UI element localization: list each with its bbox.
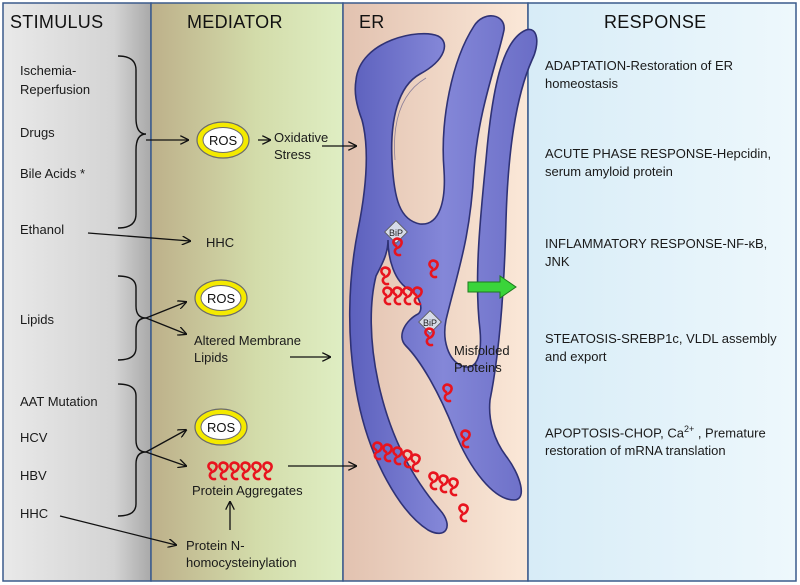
header-er: ER — [359, 12, 385, 32]
header-stimulus: STIMULUS — [10, 12, 104, 32]
stimulus-hcv: HCV — [20, 430, 48, 445]
ros-label: ROS — [207, 291, 236, 306]
arrows — [59, 140, 356, 545]
bip-marker-2: BiP — [418, 310, 442, 334]
stimulus-bile-acids: Bile Acids * — [20, 166, 86, 181]
arrow-lipids-to-membrane — [145, 317, 186, 334]
stimulus-lipids: Lipids — [20, 312, 54, 327]
ros-circle-1 — [196, 121, 250, 159]
brace-oxidative — [117, 55, 147, 229]
misfolded-proteins-label: Misfolded Proteins — [454, 343, 510, 375]
arrow-hhc-to-nhomo — [59, 515, 176, 545]
response-steatosis: STEATOSIS-SREBP1c, VLDL assembly and exp… — [545, 331, 777, 364]
ros-label: ROS — [207, 420, 236, 435]
apoptosis-text-b: , Premature restoration of mRNA translat… — [545, 425, 766, 459]
ros-circle-2 — [194, 279, 248, 317]
stimulus-aat-mutation: AAT Mutation — [20, 394, 98, 409]
stimulus-hbv: HBV — [20, 468, 47, 483]
apoptosis-text-a: APOPTOSIS-CHOP, Ca — [545, 425, 684, 441]
ros-circle-3 — [194, 408, 248, 446]
oxidative-stress-label: Oxidative Stress — [274, 130, 329, 162]
response-panel — [527, 2, 797, 582]
stimulus-panel — [2, 2, 152, 582]
stimulus-drugs: Drugs — [20, 125, 55, 140]
bip-label: BiP — [389, 228, 403, 238]
hhc-mediator-label: HHC — [206, 235, 235, 250]
arrow-ethanol-to-hhc — [87, 232, 190, 241]
response-inflammatory: INFLAMMATORY RESPONSE-NF-κB, JNK — [545, 236, 768, 269]
arrow-aat-to-ros — [145, 430, 186, 453]
altered-membrane-lipids-label: Altered Membrane Lipids — [194, 333, 301, 365]
arrow-aat-to-aggregates — [145, 451, 186, 466]
arrow-lipids-to-ros — [145, 302, 186, 319]
stimulus-ethanol: Ethanol — [20, 222, 65, 237]
er-to-response-arrow — [467, 275, 517, 299]
mediator-panel — [150, 2, 344, 582]
response-acute-phase: ACUTE PHASE RESPONSE-Hepcidin, serum amy… — [545, 146, 772, 179]
stimulus-hhc: HHC — [20, 506, 49, 521]
bip-marker-1: BiP — [384, 220, 408, 244]
stimulus-ischemia: Ischemia- Reperfusion — [20, 63, 91, 97]
ros-label: ROS — [209, 133, 238, 148]
response-adaptation: ADAPTATION-Restoration of ER homeostasis — [545, 58, 734, 91]
er-membrane-shape — [348, 15, 538, 535]
bip-label: BiP — [423, 318, 437, 328]
protein-aggregates-label: Protein Aggregates — [192, 483, 303, 498]
response-apoptosis: APOPTOSIS-CHOP, Ca2+ , Premature restora… — [545, 420, 790, 460]
header-mediator: MEDIATOR — [187, 12, 283, 32]
apoptosis-superscript: 2+ — [683, 424, 695, 434]
header-response: RESPONSE — [604, 12, 707, 32]
protein-n-homocysteinylation-label: Protein N- homocysteinylation — [186, 538, 297, 570]
